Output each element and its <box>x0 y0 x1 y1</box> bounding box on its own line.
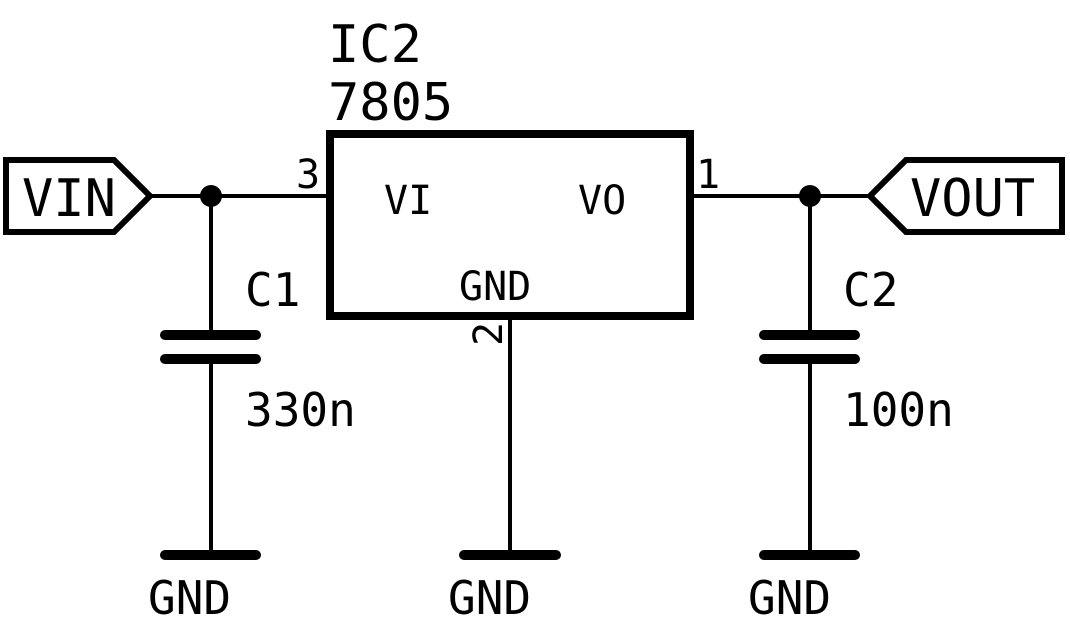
port-vout[interactable]: VOUT <box>865 157 1065 235</box>
ic2-pin-vi-name: VI <box>384 178 432 224</box>
ground-center[interactable]: GND <box>448 550 561 625</box>
c1-ref: C1 <box>245 263 300 317</box>
ic2-pin-gnd-name: GND <box>459 264 531 310</box>
capacitor-c1[interactable]: C1 330n <box>160 263 356 437</box>
ic2-pin-3-number: 3 <box>296 152 320 198</box>
capacitor-c2[interactable]: C2 100n <box>759 263 954 437</box>
port-vin-flag <box>3 157 155 235</box>
ground-left[interactable]: GND <box>148 550 261 625</box>
ic2-ref: IC2 <box>328 15 422 75</box>
ground-right[interactable]: GND <box>748 550 860 625</box>
port-vin[interactable]: VIN <box>3 157 155 235</box>
ic2-pin-1-number: 1 <box>696 152 720 198</box>
ic2-value: 7805 <box>328 73 453 133</box>
port-vout-flag <box>865 157 1065 235</box>
ic2-body <box>326 130 694 320</box>
ic2-pin-vo-name: VO <box>578 178 626 224</box>
ground-left-label: GND <box>148 571 231 625</box>
ground-right-label: GND <box>748 571 831 625</box>
ic2-regulator[interactable]: IC2 7805 VI VO GND 3 1 2 <box>296 15 720 346</box>
c2-value: 100n <box>843 383 954 437</box>
port-vout-label: VOUT <box>910 169 1035 229</box>
c1-value: 330n <box>245 383 356 437</box>
c2-ref: C2 <box>843 263 898 317</box>
ground-center-label: GND <box>448 571 531 625</box>
port-vin-label: VIN <box>22 169 116 229</box>
ic2-pin-2-number: 2 <box>466 322 512 346</box>
